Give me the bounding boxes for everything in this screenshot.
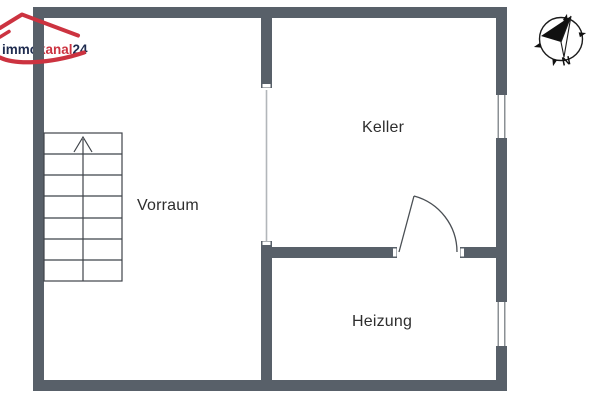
outer-walls [33, 7, 507, 391]
compass-needle-white [560, 15, 572, 58]
stairs-up-arrow-icon [73, 135, 93, 153]
door-swing-arc [413, 195, 458, 253]
wall-left [33, 7, 44, 391]
logo-underline-swoosh-icon [0, 50, 87, 65]
logo-roof-and-underline [0, 12, 87, 65]
compass-tick [578, 32, 587, 38]
door-leaf [398, 195, 415, 253]
window-heizung [496, 302, 507, 346]
wall-end-caps [262, 84, 464, 257]
compass-tick [552, 58, 558, 67]
wall-right [496, 7, 507, 391]
compass-north-label: N [561, 53, 572, 68]
wall-mid-horizontal-right [460, 247, 496, 258]
logo-part-kanal: kanal [38, 42, 73, 57]
wall-top [33, 7, 507, 18]
cap-vertical-lower [262, 241, 271, 245]
room-label-keller: Keller [362, 119, 405, 136]
compass-icon: N [533, 13, 587, 69]
room-label-vorraum: Vorraum [137, 197, 199, 214]
cap-door-right [460, 248, 464, 257]
logo-roof-icon [0, 12, 80, 38]
door-symbol [398, 195, 458, 253]
immokanal24-logo-strokes [0, 12, 87, 65]
wall-mid-vertical-lower [261, 241, 272, 380]
logo-part-immo: immo [2, 42, 38, 57]
compass-tick [533, 42, 542, 48]
logo-roof-eave-icon [0, 29, 11, 39]
wall-bottom [33, 380, 507, 391]
cap-door-left [393, 248, 397, 257]
wall-mid-vertical-upper [261, 18, 272, 88]
window-gap [496, 95, 507, 138]
wall-mid-horizontal-left [272, 247, 397, 258]
window-gap [496, 302, 507, 346]
interior-walls [261, 18, 496, 380]
stairs [43, 132, 123, 282]
room-label-heizung: Heizung [352, 313, 413, 330]
cap-vertical-upper [262, 84, 271, 88]
window-keller [496, 95, 507, 138]
